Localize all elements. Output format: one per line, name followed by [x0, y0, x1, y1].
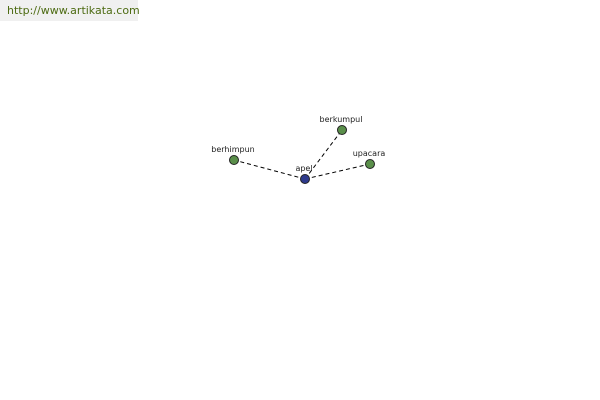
- node-upacara-label[interactable]: upacara: [353, 149, 386, 158]
- nodes: berkumpul berhimpun upacara apel: [211, 115, 385, 184]
- node-apel-label[interactable]: apel: [295, 164, 312, 173]
- node-berhimpun-label[interactable]: berhimpun: [211, 145, 254, 154]
- node-berhimpun-dot[interactable]: [229, 155, 239, 165]
- node-upacara[interactable]: upacara: [353, 149, 386, 169]
- node-apel[interactable]: apel: [295, 164, 313, 184]
- source-url-banner[interactable]: http://www.artikata.com: [0, 0, 140, 21]
- edge-apel-berhimpun: [233, 159, 306, 180]
- edges: [233, 129, 371, 180]
- edge-apel-berkumpul: [304, 129, 343, 180]
- node-berhimpun[interactable]: berhimpun: [211, 145, 255, 165]
- node-apel-dot[interactable]: [300, 174, 310, 184]
- node-berkumpul-dot[interactable]: [337, 125, 347, 135]
- node-upacara-dot[interactable]: [365, 159, 375, 169]
- node-berkumpul[interactable]: berkumpul: [320, 115, 363, 135]
- node-berkumpul-label[interactable]: berkumpul: [320, 115, 363, 124]
